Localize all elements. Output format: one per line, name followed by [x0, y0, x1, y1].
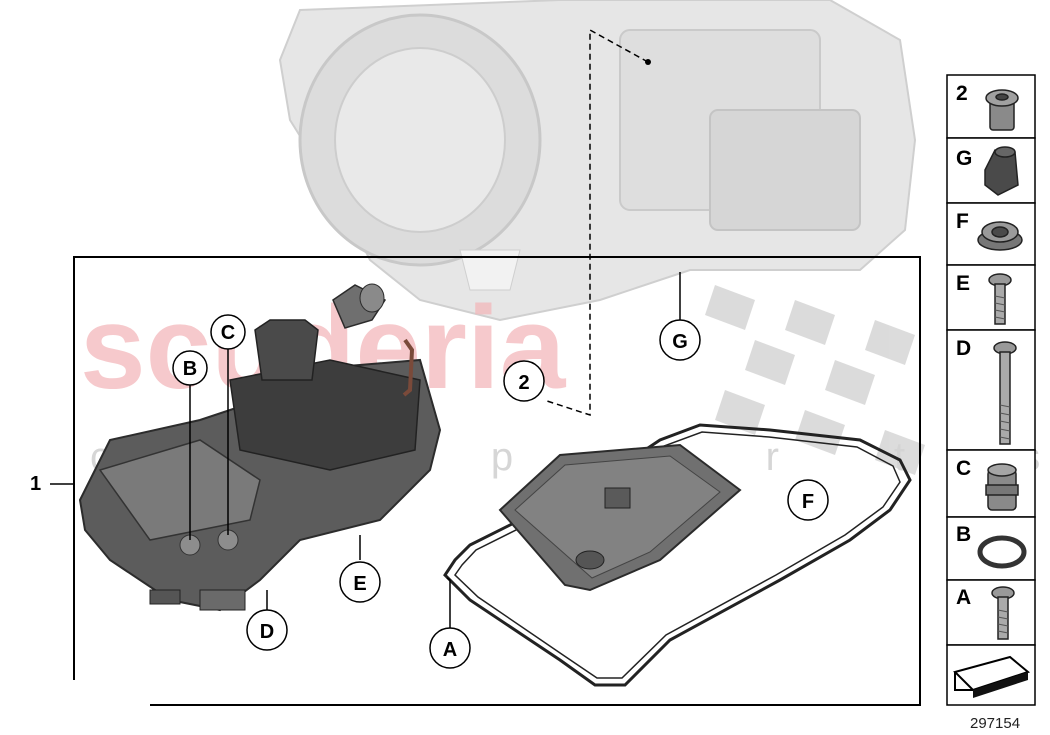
long-screw-icon	[993, 341, 1017, 445]
callout-b: B	[172, 350, 208, 386]
callout-e: E	[339, 561, 381, 603]
seal-plug-icon	[977, 221, 1023, 251]
callout-2: 2	[503, 360, 545, 402]
callout-c: C	[210, 314, 246, 350]
oil-filter	[498, 443, 742, 592]
short-screw-icon	[988, 273, 1012, 325]
assembly-frame	[73, 256, 921, 706]
plug-icon	[985, 89, 1019, 131]
checkered-flag-watermark	[705, 285, 925, 475]
svg-text:A: A	[443, 639, 457, 661]
legend-panel: 2 G F E D C B A	[946, 74, 1036, 706]
svg-text:C: C	[221, 322, 235, 344]
transmission-housing-ghost	[278, 0, 917, 322]
grommet	[332, 283, 387, 329]
screw-a-icon	[991, 586, 1015, 640]
leader-lines	[189, 272, 681, 628]
svg-text:F: F	[802, 491, 814, 513]
grommet-icon	[984, 146, 1019, 196]
svg-text:B: B	[183, 358, 197, 380]
svg-text:2: 2	[518, 372, 529, 394]
legend-label-2: 2	[956, 82, 968, 105]
legend-label-c: C	[956, 457, 971, 480]
svg-text:G: G	[672, 331, 688, 353]
legend-label-b: B	[956, 523, 971, 546]
label-1: 1	[30, 473, 41, 495]
legend-label-g: G	[956, 147, 972, 170]
legend-label-f: F	[956, 210, 969, 233]
sleeve-icon	[985, 463, 1019, 511]
arrow-icon	[953, 655, 1031, 698]
legend-label-d: D	[956, 337, 971, 360]
o-ring-icon	[977, 535, 1027, 569]
callout-f: F	[787, 479, 829, 521]
legend-label-a: A	[956, 586, 971, 609]
main-group-label: 1	[30, 473, 74, 495]
callouts: B C D E A F G 2	[172, 314, 829, 669]
svg-text:D: D	[260, 621, 274, 643]
diagram-id-number: 297154	[970, 715, 1020, 732]
callout-a: A	[429, 627, 471, 669]
legend-label-e: E	[956, 272, 970, 295]
valve-body	[78, 319, 442, 612]
callout-g: G	[659, 319, 701, 361]
leader-2	[543, 28, 649, 417]
svg-text:E: E	[353, 573, 366, 595]
callout-d: D	[246, 609, 288, 651]
